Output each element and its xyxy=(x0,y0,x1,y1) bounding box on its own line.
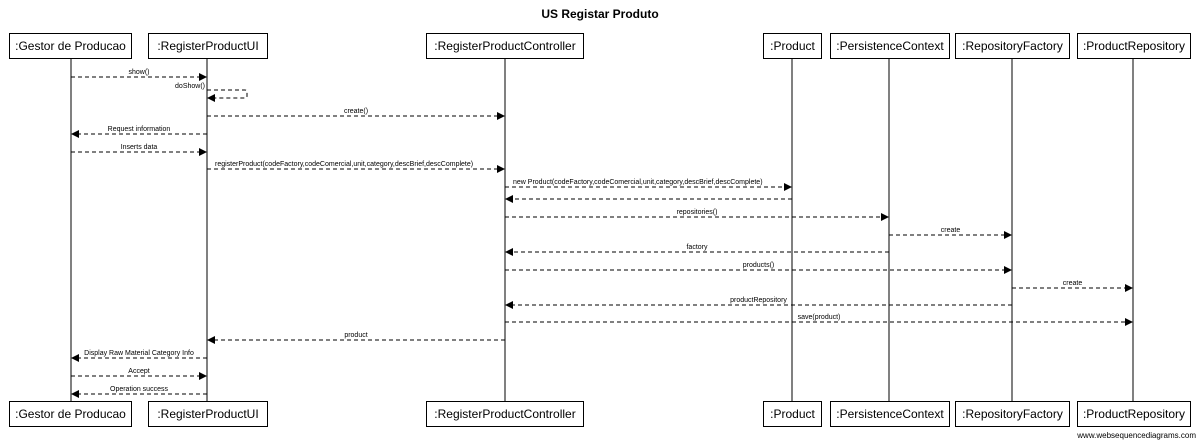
message-label: create xyxy=(1063,280,1083,287)
message-label: Accept xyxy=(128,368,149,375)
message-9: create xyxy=(889,227,1012,239)
message-label: repositories() xyxy=(677,209,718,216)
message-17: Accept xyxy=(71,368,207,380)
participant-repository-top: :ProductRepository xyxy=(1077,33,1191,59)
message-label: Request information xyxy=(108,126,171,133)
message-4: Inserts data xyxy=(71,144,207,156)
message-label: productRepository xyxy=(730,297,787,304)
message-5: registerProduct(codeFactory,codeComercia… xyxy=(207,161,505,173)
participant-controller-bottom: :RegisterProductController xyxy=(426,401,584,427)
message-10: factory xyxy=(505,244,889,256)
message-label: registerProduct(codeFactory,codeComercia… xyxy=(215,161,473,168)
message-11: products() xyxy=(505,262,1012,274)
message-label: create xyxy=(941,227,961,234)
message-0: show() xyxy=(71,69,207,81)
message-label: Display Raw Material Category Info xyxy=(84,350,194,357)
message-6: new Product(codeFactory,codeComercial,un… xyxy=(505,179,792,191)
message-label: show() xyxy=(128,69,149,76)
message-label: factory xyxy=(686,244,708,251)
message-label: product xyxy=(344,332,367,339)
participant-ui-bottom: :RegisterProductUI xyxy=(148,401,268,427)
message-15: product xyxy=(207,332,505,344)
message-label: new Product(codeFactory,codeComercial,un… xyxy=(513,179,763,186)
message-label: Operation success xyxy=(110,386,168,393)
participant-repository-bottom: :ProductRepository xyxy=(1077,401,1191,427)
message-label: save(product) xyxy=(798,314,841,321)
participant-factory-bottom: :RepositoryFactory xyxy=(955,401,1070,427)
message-label: products() xyxy=(743,262,775,269)
message-label: create() xyxy=(344,108,368,115)
participant-persistence-top: :PersistenceContext xyxy=(830,33,950,59)
participant-controller-top: :RegisterProductController xyxy=(426,33,584,59)
diagram-title: US Registar Produto xyxy=(541,7,659,21)
participant-factory-top: :RepositoryFactory xyxy=(955,33,1070,59)
participant-product-top: :Product xyxy=(763,33,822,59)
message-label: doShow() xyxy=(175,83,205,90)
message-3: Request information xyxy=(71,126,207,138)
message-14: save(product) xyxy=(505,314,1133,326)
participant-gestor-top: :Gestor de Producao xyxy=(9,33,132,59)
message-12: create xyxy=(1012,280,1133,292)
message-13: productRepository xyxy=(505,297,1012,309)
message-label: Inserts data xyxy=(121,144,158,151)
participant-persistence-bottom: :PersistenceContext xyxy=(830,401,950,427)
message-8: repositories() xyxy=(505,209,889,221)
participant-ui-top: :RegisterProductUI xyxy=(148,33,268,59)
footer-credit: www.websequencediagrams.com xyxy=(1077,431,1196,440)
participant-product-bottom: :Product xyxy=(763,401,822,427)
message-2: create() xyxy=(207,108,505,120)
message-16: Display Raw Material Category Info xyxy=(71,350,207,362)
message-arrow xyxy=(207,89,248,102)
participant-gestor-bottom: :Gestor de Producao xyxy=(9,401,132,427)
message-18: Operation success xyxy=(71,386,207,398)
message-1: doShow() xyxy=(175,83,248,102)
